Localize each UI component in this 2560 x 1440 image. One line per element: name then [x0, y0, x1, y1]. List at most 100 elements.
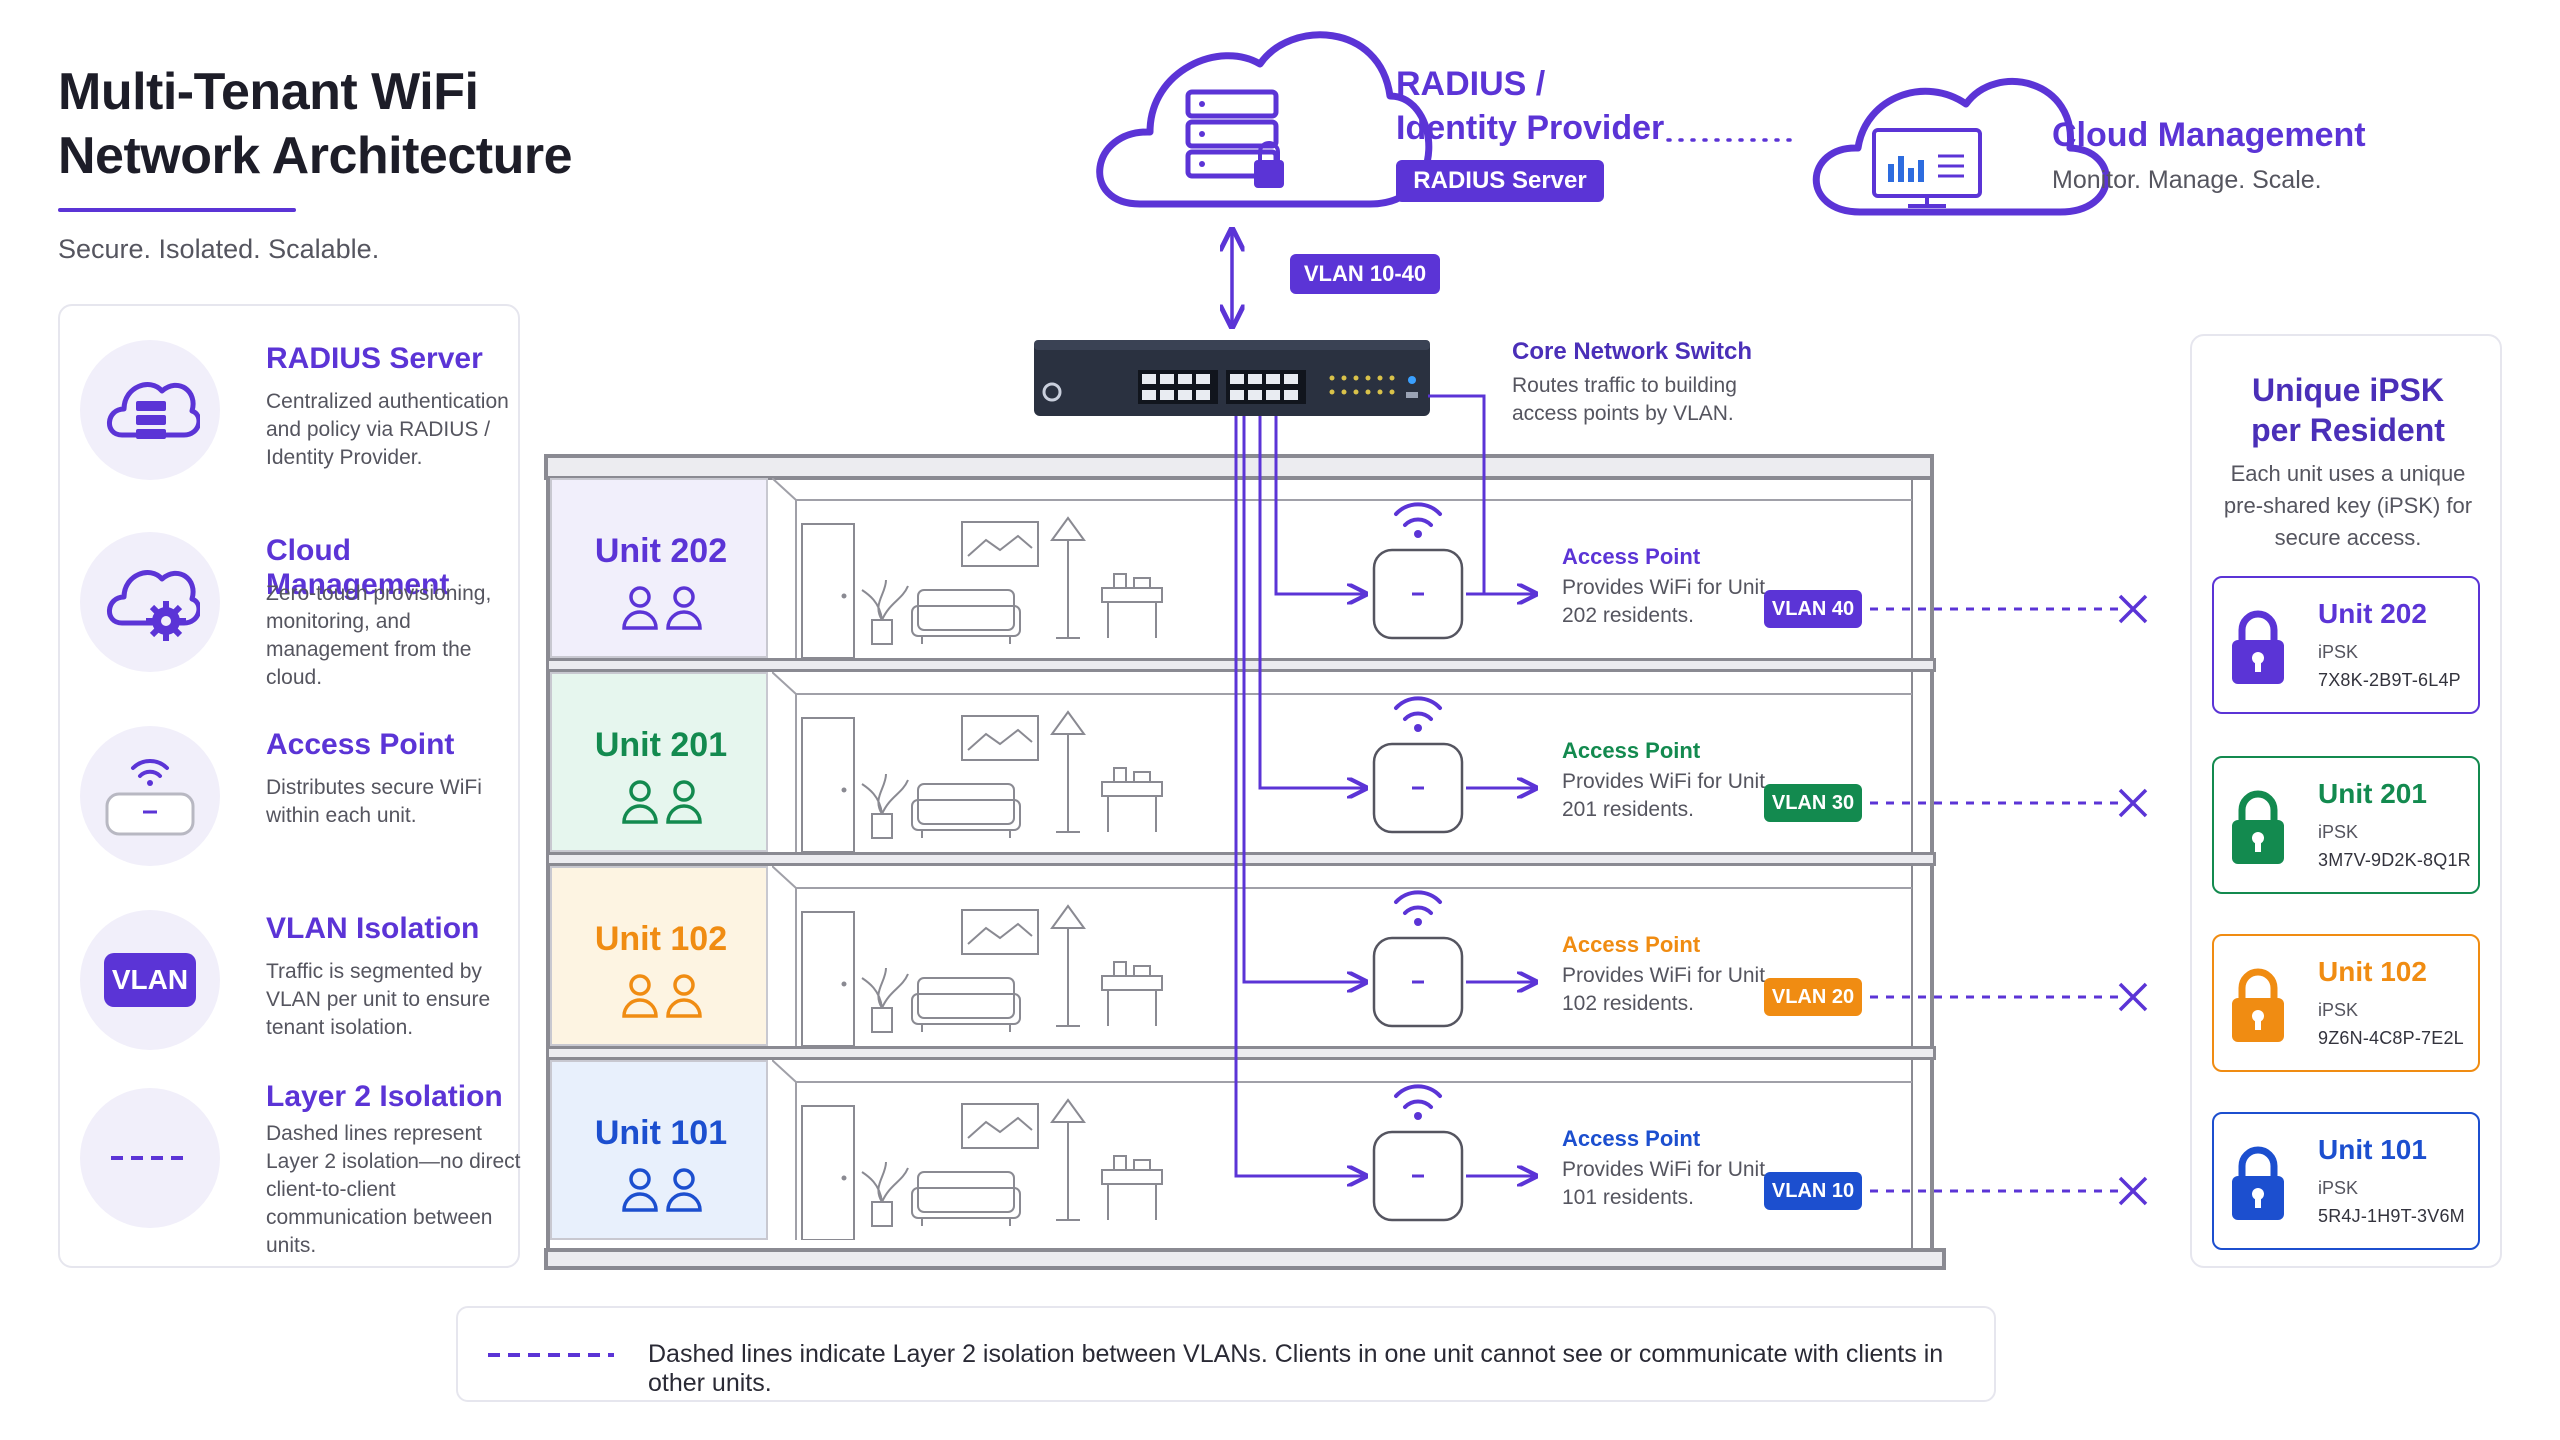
floor-slab	[546, 1046, 1936, 1060]
access-point-icon	[80, 726, 220, 866]
residents-icon	[622, 586, 702, 630]
access-point-icon	[1372, 1084, 1464, 1222]
ipsk-key: 7X8K-2B9T-6L4P	[2318, 670, 2461, 690]
uplink-vlan-badge: VLAN 10-40	[1290, 254, 1440, 294]
access-point-title: Access Point	[1562, 544, 1701, 569]
radius-server-badge: RADIUS Server	[1396, 160, 1604, 202]
ipsk-key: 9Z6N-4C8P-7E2L	[2318, 1028, 2464, 1048]
vlan-tag: VLAN 10	[1764, 1172, 1862, 1210]
title-underline	[58, 208, 296, 212]
dashed-line-icon	[80, 1088, 220, 1228]
vlan-icon: VLAN	[80, 910, 220, 1050]
cable-to-ap	[1274, 416, 1366, 594]
blocked-icon	[2118, 594, 2148, 624]
access-point-icon	[1372, 890, 1464, 1028]
access-point-title: Access Point	[1562, 932, 1701, 957]
blocked-icon	[2118, 982, 2148, 1012]
access-point-icon	[1372, 502, 1464, 640]
title-line-2: Network Architecture	[58, 127, 573, 185]
radius-title: RADIUS / Identity Provider	[1396, 62, 1664, 150]
legend-title: Cloud Management	[266, 534, 450, 601]
unit-name: Unit 202	[594, 532, 728, 570]
page-title: Multi-Tenant WiFi Network Architecture	[58, 60, 573, 188]
residents-icon	[622, 1168, 702, 1212]
legend-desc: Centralized authentication and policy vi…	[266, 390, 509, 469]
ipsk-label: iPSK	[2318, 642, 2359, 662]
vlan-chip: VLAN	[104, 953, 196, 1007]
ipsk-card: Unit 202 iPSK 7X8K-2B9T-6L4P	[2212, 576, 2480, 714]
legend-item-cloud: Cloud Management Zero-touch provisioning…	[80, 532, 510, 692]
legend-desc: Zero-touch provisioning, monitoring, and…	[266, 582, 492, 689]
blocked-icon	[2118, 1176, 2148, 1206]
ipsk-title: Unique iPSK per Resident	[2192, 370, 2504, 450]
cloud-management-subtitle: Monitor. Manage. Scale.	[2052, 166, 2322, 194]
legend-desc: Dashed lines represent Layer 2 isolation…	[266, 1122, 521, 1257]
ipsk-panel: Unique iPSK per Resident Each unit uses …	[2190, 334, 2502, 1268]
ipsk-label: iPSK	[2318, 822, 2359, 842]
lock-icon	[2232, 1146, 2284, 1220]
legend-title: Access Point	[266, 728, 455, 761]
access-point-title: Access Point	[1562, 1126, 1701, 1151]
ipsk-label: iPSK	[2318, 1178, 2359, 1198]
floor-slab	[546, 658, 1936, 672]
legend-title: VLAN Isolation	[266, 912, 480, 945]
room-interior	[772, 1060, 1912, 1240]
legend-desc: Traffic is segmented by VLAN per unit to…	[266, 960, 491, 1039]
floor-unit-201: Unit 201	[550, 672, 1912, 852]
footer-note: Dashed lines indicate Layer 2 isolation …	[456, 1306, 1996, 1402]
ipsk-title-line-1: Unique iPSK	[2251, 372, 2444, 408]
access-point-description: Provides WiFi for Unit 101 residents.	[1562, 1158, 1766, 1209]
unit-name: Unit 201	[594, 726, 728, 764]
switch-description: Routes traffic to building access points…	[1512, 374, 1737, 425]
legend-item-access-point: Access Point Distributes secure WiFi wit…	[80, 726, 510, 886]
cable-loop	[1428, 394, 1486, 596]
access-point-description: Provides WiFi for Unit 201 residents.	[1562, 770, 1766, 821]
vlan-tag: VLAN 40	[1764, 590, 1862, 628]
ipsk-unit: Unit 202	[2318, 598, 2427, 629]
cable-to-ap	[1258, 416, 1366, 788]
unit-name: Unit 102	[594, 920, 728, 958]
ipsk-card: Unit 201 iPSK 3M7V-9D2K-8Q1R	[2212, 756, 2480, 894]
ipsk-label: iPSK	[2318, 1000, 2359, 1020]
ipsk-unit: Unit 101	[2318, 1134, 2427, 1165]
cloud-management-title: Cloud Management	[2052, 116, 2366, 154]
ipsk-unit: Unit 201	[2318, 778, 2427, 809]
cable-to-ap	[1242, 416, 1366, 982]
floor-unit-101: Unit 101	[550, 1060, 1912, 1240]
cloud-gear-icon	[80, 532, 220, 672]
unit-tile: Unit 202	[550, 478, 768, 658]
access-point-description: Provides WiFi for Unit 102 residents.	[1562, 964, 1766, 1015]
lock-icon	[2232, 610, 2284, 684]
residents-icon	[622, 780, 702, 824]
access-point-icon	[1372, 696, 1464, 834]
ipsk-description: Each unit uses a unique pre-shared key (…	[2223, 461, 2473, 550]
legend-panel: RADIUS Server Centralized authentication…	[58, 304, 520, 1268]
cloud-management-icon	[1812, 78, 2110, 216]
cloud-server-icon	[80, 340, 220, 480]
floor-unit-102: Unit 102	[550, 866, 1912, 1046]
unit-name: Unit 101	[594, 1114, 728, 1152]
lock-icon	[2232, 790, 2284, 864]
ipsk-key: 3M7V-9D2K-8Q1R	[2318, 850, 2471, 870]
radius-title-line-2: Identity Provider	[1396, 109, 1665, 147]
ipsk-card: Unit 101 iPSK 5R4J-1H9T-3V6M	[2212, 1112, 2480, 1250]
ipsk-unit: Unit 102	[2318, 956, 2427, 987]
legend-item-vlan: VLAN VLAN Isolation Traffic is segmented…	[80, 910, 510, 1070]
switch-title: Core Network Switch	[1512, 338, 1753, 365]
legend-title: Layer 2 Isolation	[266, 1080, 503, 1113]
vlan-tag: VLAN 30	[1764, 784, 1862, 822]
page-subtitle: Secure. Isolated. Scalable.	[58, 234, 380, 264]
floor-unit-202: Unit 202	[550, 478, 1912, 658]
unit-tile: Unit 201	[550, 672, 768, 852]
blocked-icon	[2118, 788, 2148, 818]
ipsk-card: Unit 102 iPSK 9Z6N-4C8P-7E2L	[2212, 934, 2480, 1072]
title-line-1: Multi-Tenant WiFi	[58, 63, 479, 121]
room-interior	[772, 866, 1912, 1046]
dashed-line-icon	[488, 1353, 614, 1357]
unit-tile: Unit 102	[550, 866, 768, 1046]
vlan-tag: VLAN 20	[1764, 978, 1862, 1016]
legend-desc: Distributes secure WiFi within each unit…	[266, 776, 482, 827]
cable-to-ap	[1234, 416, 1366, 1176]
